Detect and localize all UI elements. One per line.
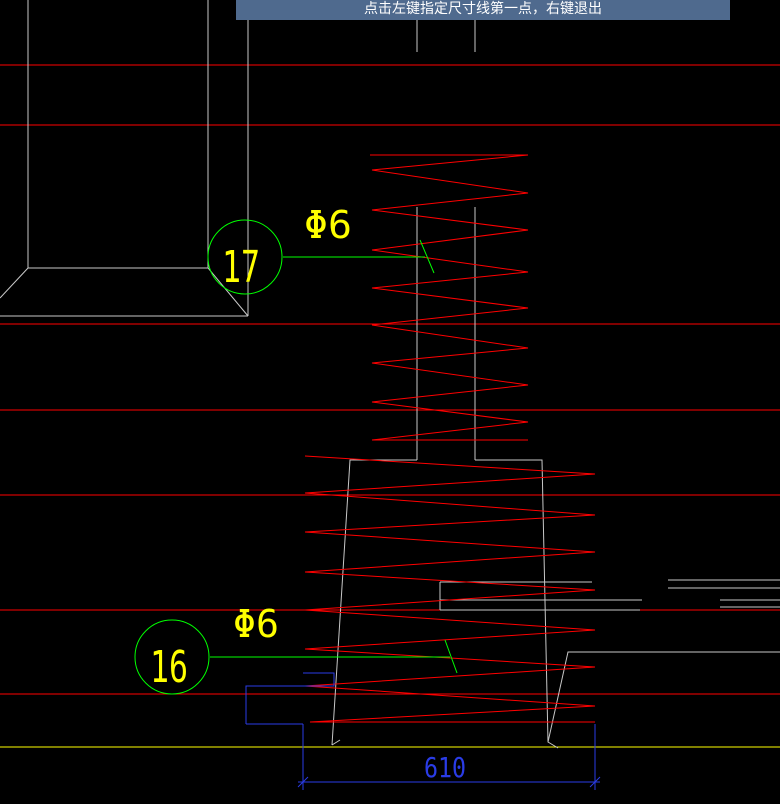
command-prompt: 点击左键指定尺寸线第一点，右键退出 [236,0,730,20]
grid-lines [0,64,780,695]
leader-tick [444,639,458,674]
callout-circle [134,619,210,695]
callout-number: 17 [222,242,260,293]
callout-16[interactable]: 16 Φ6 [134,602,458,695]
upper-stirrup [370,154,529,441]
rebar-spec: Φ6 [233,602,279,646]
detail-marker [245,672,335,725]
dimension-610[interactable]: 610 [297,724,601,790]
box-outline [0,0,249,317]
command-prompt-text: 点击左键指定尺寸线第一点，右键退出 [364,1,602,17]
callout-circle [207,219,283,295]
callout-17[interactable]: 17 Φ6 [207,203,435,295]
column-outline [331,20,559,749]
lower-stirrup [304,455,596,723]
dimension-tick [589,776,601,788]
dimension-value: 610 [424,751,466,784]
callout-number: 16 [150,642,188,693]
leader-tick [419,239,435,274]
dimension-tick [297,776,309,788]
rebar-spec: Φ6 [304,203,352,247]
